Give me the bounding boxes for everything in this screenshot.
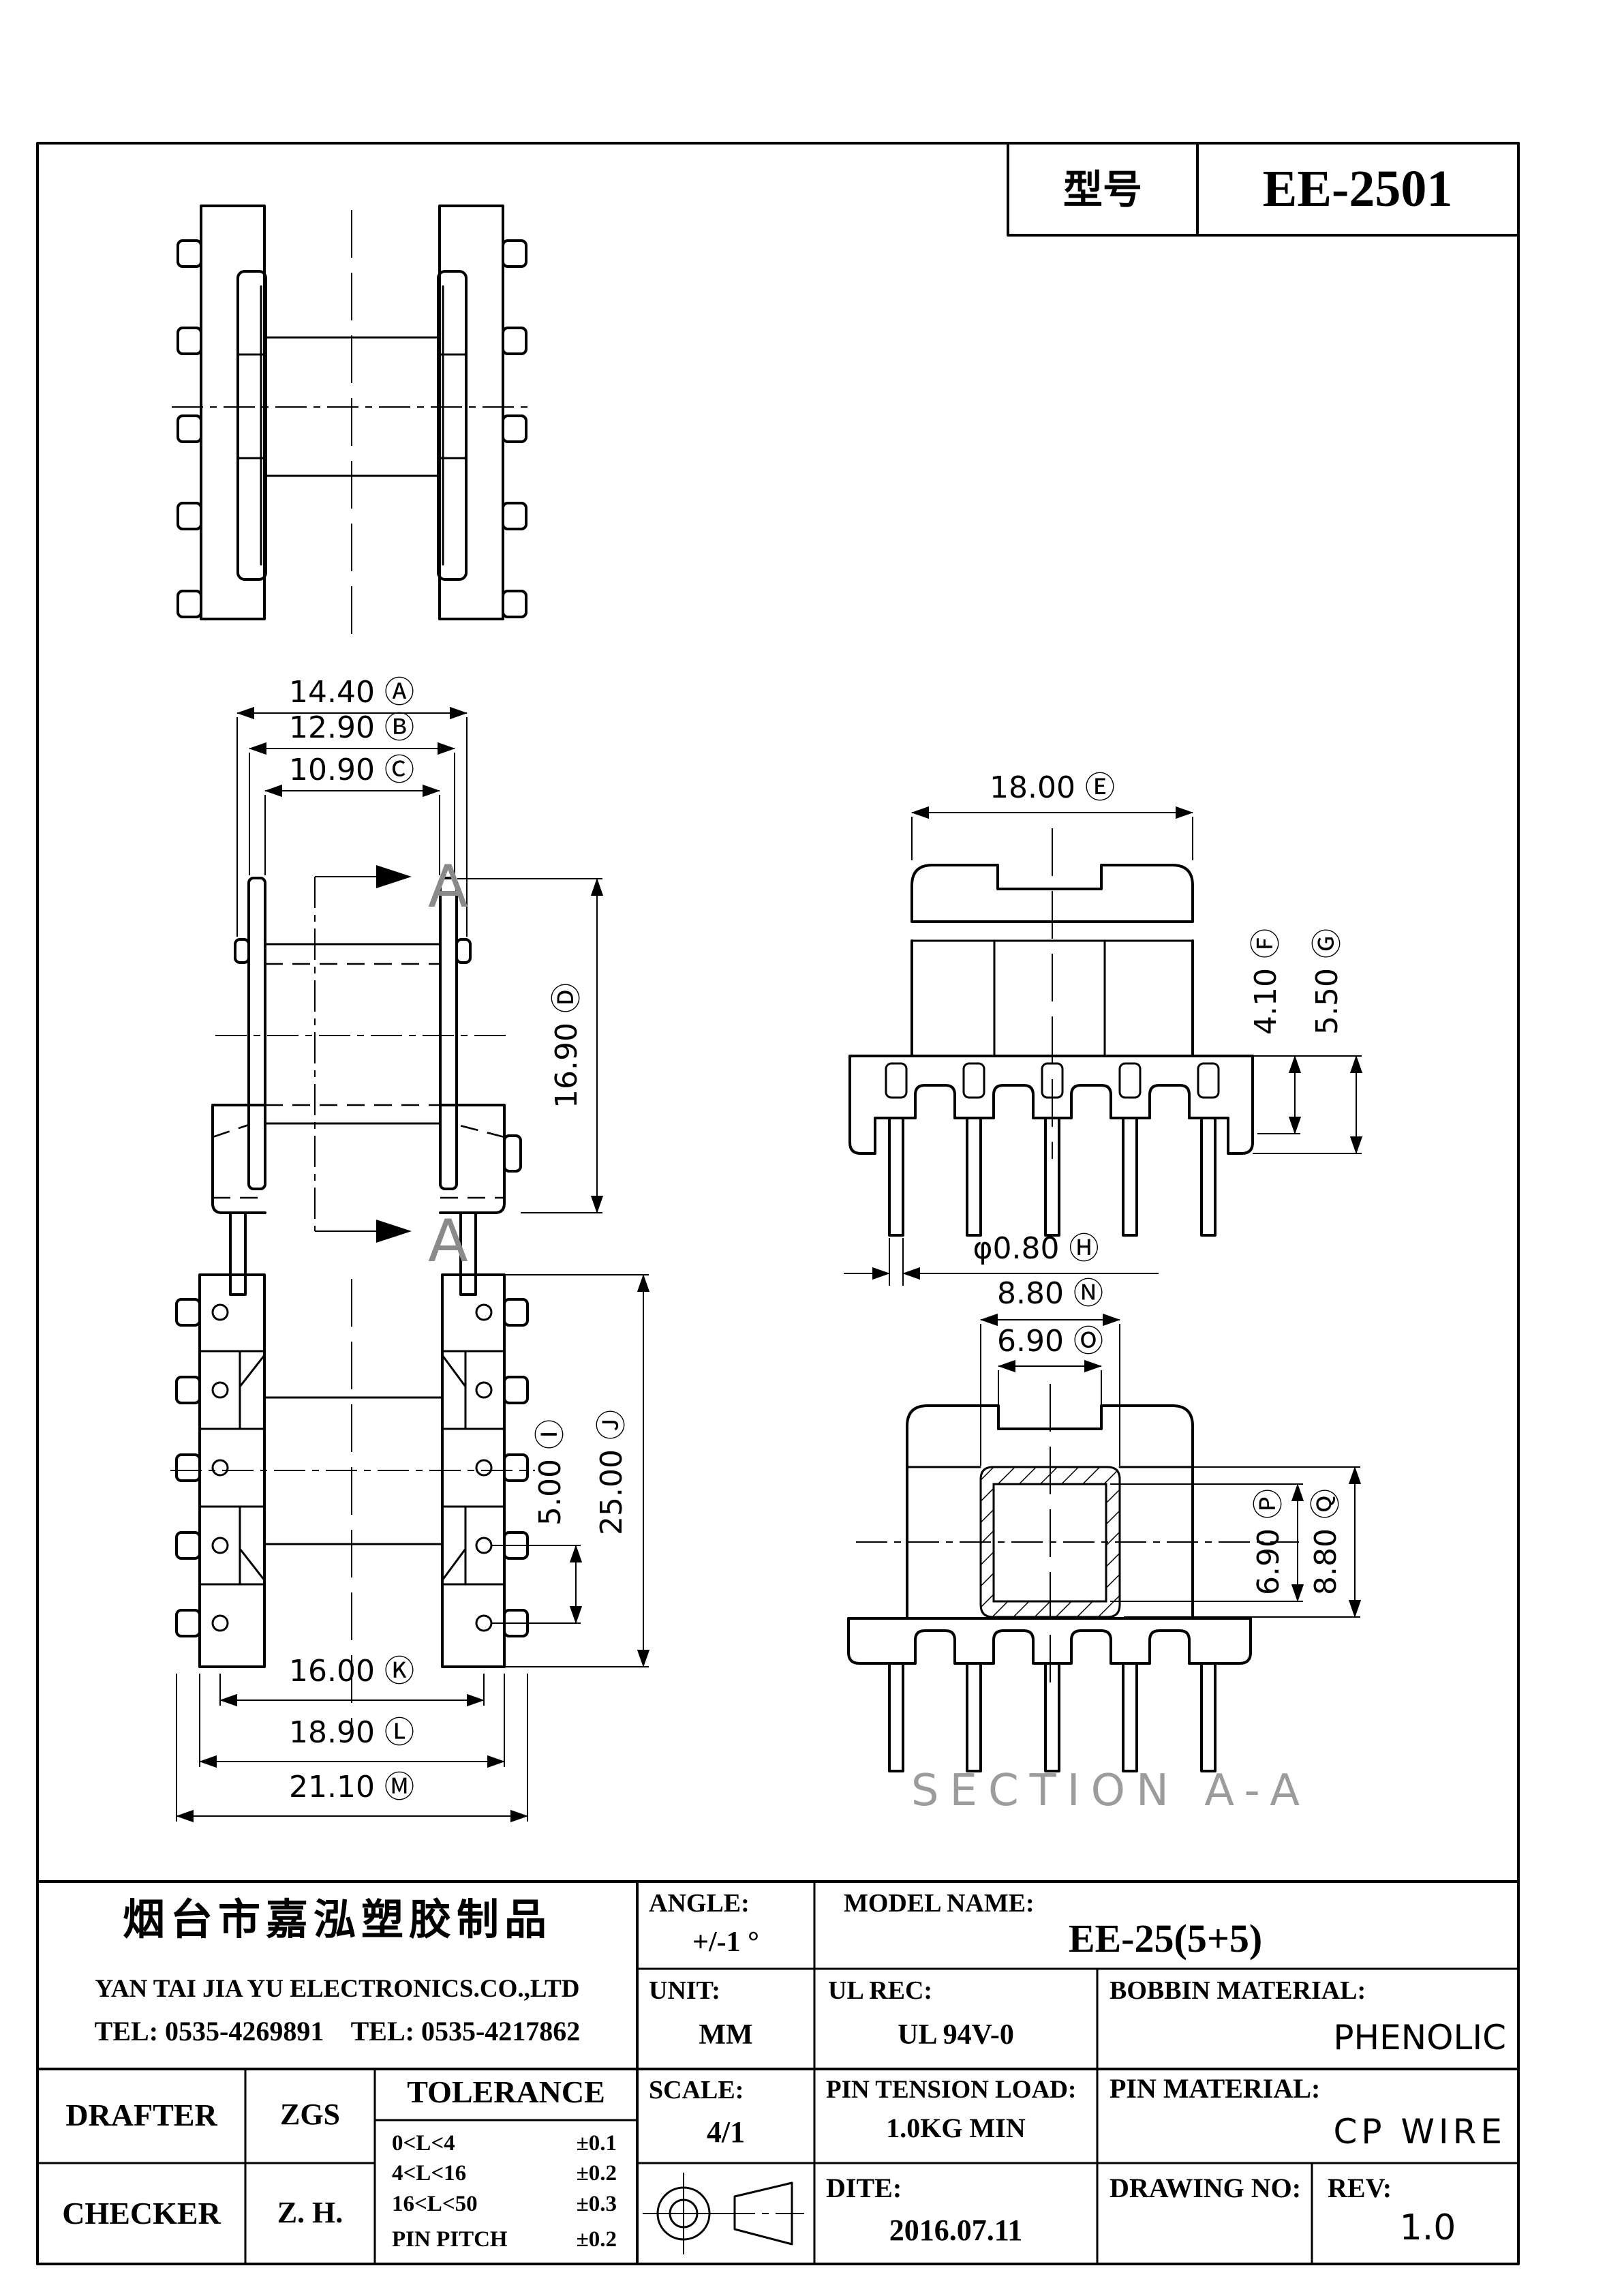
dite-value: 2016.07.11: [889, 2214, 1023, 2247]
dim-l: 18.90 Ⓛ: [289, 1715, 414, 1750]
dim-a: 14.40 Ⓐ: [289, 675, 414, 710]
tolerance-value: ±0.2: [576, 2161, 617, 2186]
sheet-border: [36, 142, 1520, 2265]
pin-material-label: PIN MATERIAL:: [1110, 2073, 1321, 2104]
projection-symbol-icon: [643, 2173, 804, 2254]
model-no-label: 型号: [1063, 166, 1142, 213]
dim-e: 18.00 Ⓔ: [990, 770, 1115, 805]
checker-value: Z. H.: [277, 2196, 343, 2229]
tolerance-table: 0<L<4 ±0.1 4<L<16 ±0.2 16<L<50 ±0.3 PIN …: [392, 2126, 617, 2252]
model-name-label: MODEL NAME:: [844, 1889, 1035, 1918]
tolerance-range: 16<L<50: [392, 2191, 478, 2216]
model-no-value: EE-2501: [1263, 160, 1453, 217]
company-tel: TEL: 0535-4269891 TEL: 0535-4217862: [94, 2016, 581, 2046]
ul-rec-label: UL REC:: [828, 1976, 933, 2005]
dim-c: 10.90 Ⓒ: [289, 753, 414, 787]
drawing-no-label: DRAWING NO:: [1110, 2173, 1302, 2203]
dim-i: 5.00 Ⓘ: [533, 1419, 568, 1526]
rev-value: 1.0: [1399, 2207, 1456, 2248]
pin-material-value: CP WIRE: [1333, 2112, 1506, 2151]
tolerance-row: 16<L<50 ±0.3: [392, 2192, 617, 2216]
view-section: 8.80 Ⓝ 6.90 Ⓞ 6.90 Ⓟ 8.80 Ⓠ SECTIO: [847, 1276, 1362, 1816]
angle-label: ANGLE:: [649, 1889, 750, 1918]
tolerance-row: 4<L<16 ±0.2: [392, 2161, 617, 2186]
dim-g: 5.50 Ⓖ: [1310, 928, 1345, 1035]
tolerance-range: 4<L<16: [392, 2161, 467, 2186]
dim-m: 21.10 Ⓜ: [289, 1770, 414, 1804]
dim-f: 4.10 Ⓕ: [1249, 928, 1283, 1035]
view-side: 18.00 Ⓔ 4.10 Ⓕ 5.50 Ⓖ: [844, 770, 1363, 1286]
dim-h: φ0.80 Ⓗ: [973, 1231, 1099, 1266]
unit-label: UNIT:: [649, 1976, 720, 2005]
view-front: 14.40 Ⓐ 12.90 Ⓑ 10.90 Ⓒ: [211, 675, 604, 1296]
dite-label: DITE:: [826, 2173, 902, 2203]
tolerance-row: PIN PITCH ±0.2: [392, 2227, 617, 2252]
scale-value: 4/1: [706, 2115, 746, 2149]
bobbin-material-value: PHENOLIC: [1333, 2018, 1506, 2057]
tolerance-value: ±0.1: [576, 2131, 617, 2156]
rev-label: REV:: [1328, 2173, 1392, 2203]
tolerance-row: 0<L<4 ±0.1: [392, 2131, 617, 2156]
title-block-grid: [36, 1880, 1520, 2265]
dim-b: 12.90 Ⓑ: [289, 710, 414, 745]
company-name-cn: 烟台市嘉泓塑胶制品: [122, 1894, 552, 1944]
pin-tension-value: 1.0KG MIN: [886, 2113, 1026, 2143]
tolerance-value: ±0.2: [576, 2226, 617, 2252]
dim-j: 25.00 Ⓙ: [594, 1410, 629, 1535]
section-aa-label: SECTION A-A: [911, 1766, 1311, 1816]
company-name-en: YAN TAI JIA YU ELECTRONICS.CO.,LTD: [95, 1975, 580, 2003]
section-arrow-letter-top: A: [428, 853, 468, 921]
checker-label: CHECKER: [62, 2196, 221, 2231]
dim-p: 6.90 Ⓟ: [1251, 1489, 1286, 1595]
dim-q: 8.80 Ⓠ: [1309, 1489, 1343, 1595]
section-arrow-letter-bottom: A: [428, 1207, 468, 1275]
ul-rec-value: UL 94V-0: [898, 2019, 1014, 2051]
tolerance-header: TOLERANCE: [407, 2074, 605, 2109]
unit-value: MM: [699, 2019, 753, 2051]
scale-label: SCALE:: [649, 2076, 744, 2104]
dim-o: 6.90 Ⓞ: [997, 1324, 1103, 1359]
view-bottom: 5.00 Ⓘ 25.00 Ⓙ 16.00 Ⓚ 18.90 Ⓛ 21.10 Ⓜ: [170, 1273, 650, 1823]
drafter-label: DRAFTER: [65, 2098, 217, 2132]
tolerance-value: ±0.3: [576, 2191, 617, 2216]
view-top: [172, 205, 533, 641]
angle-value: +/-1 °: [692, 1927, 759, 1958]
pin-tension-label: PIN TENSION LOAD:: [826, 2076, 1077, 2104]
dim-k: 16.00 Ⓚ: [289, 1654, 414, 1689]
drafter-value: ZGS: [279, 2098, 341, 2131]
model-name-value: EE-25(5+5): [1068, 1916, 1263, 1961]
dim-n: 8.80 Ⓝ: [997, 1276, 1103, 1311]
dim-d: 16.90 Ⓓ: [549, 983, 584, 1108]
bobbin-material-label: BOBBIN MATERIAL:: [1110, 1976, 1366, 2005]
tolerance-range: PIN PITCH: [392, 2226, 508, 2252]
tolerance-range: 0<L<4: [392, 2131, 455, 2156]
